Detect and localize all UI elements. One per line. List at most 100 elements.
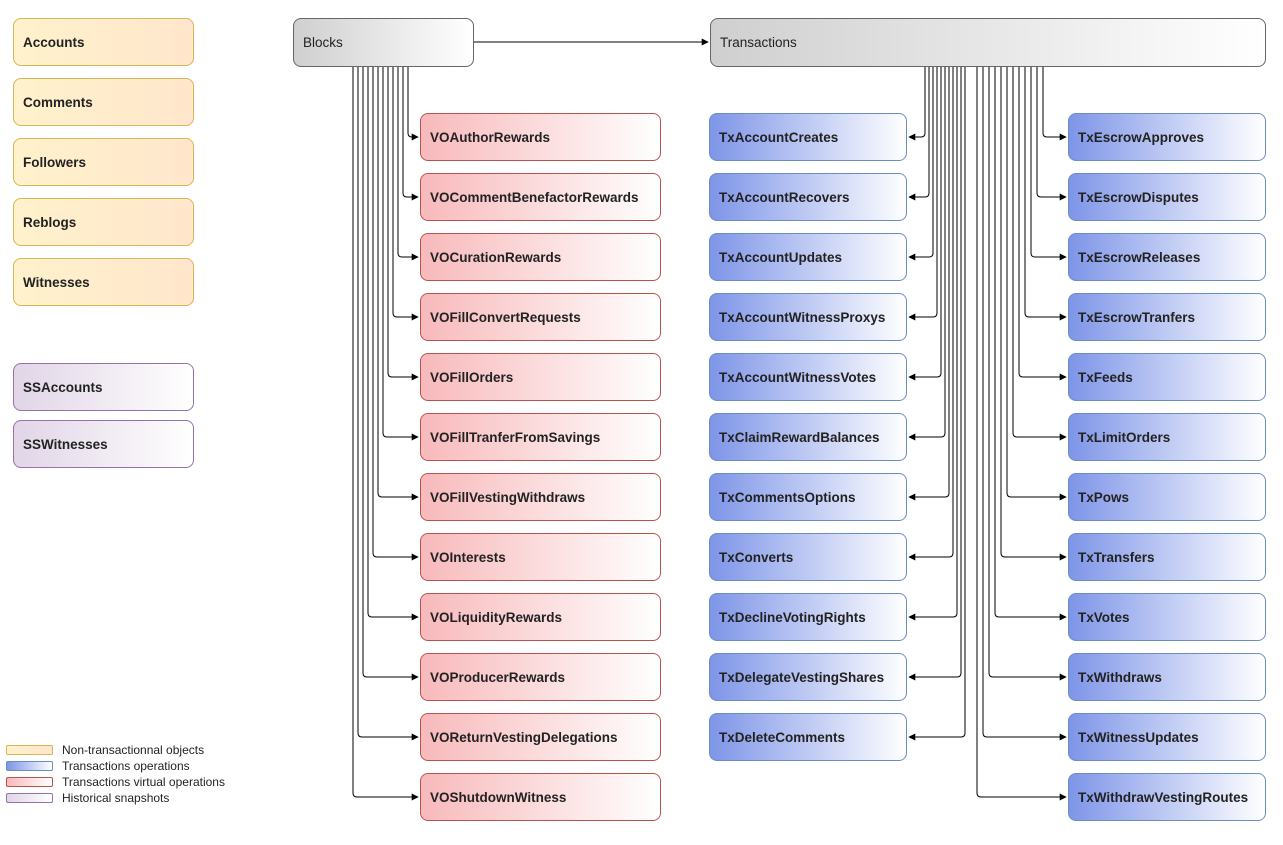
edge-transactions-tx-comments-options (908, 67, 950, 501)
vo-vofill-convert-requests-label: VOFillConvertRequests (430, 309, 581, 325)
tx-tx-votes-label: TxVotes (1078, 609, 1130, 625)
tx-tx-claim-reward-balances-label: TxClaimRewardBalances (719, 429, 880, 445)
tx-tx-account-witness-votes-label: TxAccountWitnessVotes (719, 369, 877, 385)
edge-blocks-vofill-convert-requests (392, 67, 419, 321)
snapshot-ssaccounts[interactable]: SSAccounts (13, 363, 194, 411)
vo-vocuration-rewards-label: VOCurationRewards (430, 249, 562, 265)
tx-tx-escrow-approves[interactable]: TxEscrowApproves (1068, 113, 1266, 161)
tx-tx-escrow-tranfers-label: TxEscrowTranfers (1078, 309, 1196, 325)
edge-transactions-tx-pows (1006, 67, 1067, 501)
tx-tx-account-recovers[interactable]: TxAccountRecovers (709, 173, 907, 221)
blocks-node[interactable]: Blocks (293, 18, 474, 67)
vo-voshutdown-witness[interactable]: VOShutdownWitness (420, 773, 661, 821)
edge-transactions-tx-delegate-vesting-shares (908, 67, 962, 681)
vo-vofill-tranfer-from-savings[interactable]: VOFillTranferFromSavings (420, 413, 661, 461)
tx-tx-delete-comments[interactable]: TxDeleteComments (709, 713, 907, 761)
tx-tx-account-witness-votes[interactable]: TxAccountWitnessVotes (709, 353, 907, 401)
tx-tx-limit-orders[interactable]: TxLimitOrders (1068, 413, 1266, 461)
object-reblogs[interactable]: Reblogs (13, 198, 194, 246)
vo-vofill-vesting-withdraws-label: VOFillVestingWithdraws (430, 489, 586, 505)
vo-vofill-vesting-withdraws[interactable]: VOFillVestingWithdraws (420, 473, 661, 521)
edge-transactions-tx-transfers (1000, 67, 1067, 561)
vo-voreturn-vesting-delegations[interactable]: VOReturnVestingDelegations (420, 713, 661, 761)
edge-transactions-tx-converts (908, 67, 954, 561)
edge-transactions-tx-escrow-releases (1030, 67, 1067, 261)
tx-tx-transfers[interactable]: TxTransfers (1068, 533, 1266, 581)
vo-vofill-orders[interactable]: VOFillOrders (420, 353, 661, 401)
tx-tx-delete-comments-label: TxDeleteComments (719, 729, 846, 745)
snapshot-sswitnesses[interactable]: SSWitnesses (13, 420, 194, 468)
legend-item-vo: Transactions virtual operations (6, 774, 225, 790)
tx-tx-delegate-vesting-shares-label: TxDelegateVestingShares (719, 669, 885, 685)
vo-voshutdown-witness-label: VOShutdownWitness (430, 789, 567, 805)
tx-tx-witness-updates[interactable]: TxWitnessUpdates (1068, 713, 1266, 761)
edge-blocks-vofill-orders (387, 67, 419, 381)
tx-tx-escrow-releases-label: TxEscrowReleases (1078, 249, 1201, 265)
edge-blocks-vofill-tranfer-from-savings (382, 67, 419, 441)
tx-tx-account-updates-label: TxAccountUpdates (719, 249, 843, 265)
vo-vocomment-benefactor-rewards-label: VOCommentBenefactorRewards (430, 189, 639, 205)
vo-voliquidity-rewards-label: VOLiquidityRewards (430, 609, 563, 625)
tx-tx-feeds[interactable]: TxFeeds (1068, 353, 1266, 401)
tx-tx-escrow-releases[interactable]: TxEscrowReleases (1068, 233, 1266, 281)
object-comments[interactable]: Comments (13, 78, 194, 126)
tx-tx-account-witness-proxys-label: TxAccountWitnessProxys (719, 309, 886, 325)
legend-item-obj: Non-transactionnal objects (6, 742, 225, 758)
edge-transactions-tx-withdraw-vesting-routes (976, 67, 1067, 801)
tx-tx-converts-label: TxConverts (719, 549, 794, 565)
vo-vocuration-rewards[interactable]: VOCurationRewards (420, 233, 661, 281)
edge-transactions-tx-account-witness-votes (908, 67, 942, 381)
legend-swatch-tx (6, 761, 53, 771)
vo-vointerests[interactable]: VOInterests (420, 533, 661, 581)
legend-label: Non-transactionnal objects (62, 743, 205, 757)
edge-transactions-tx-account-recovers (908, 67, 930, 201)
tx-tx-account-creates-label: TxAccountCreates (719, 129, 839, 145)
tx-tx-delegate-vesting-shares[interactable]: TxDelegateVestingShares (709, 653, 907, 701)
object-accounts[interactable]: Accounts (13, 18, 194, 66)
tx-tx-account-witness-proxys[interactable]: TxAccountWitnessProxys (709, 293, 907, 341)
tx-tx-escrow-approves-label: TxEscrowApproves (1078, 129, 1205, 145)
object-witnesses[interactable]: Witnesses (13, 258, 194, 306)
edge-blocks-vocuration-rewards (397, 67, 419, 261)
vo-voproducer-rewards[interactable]: VOProducerRewards (420, 653, 661, 701)
vo-vofill-convert-requests[interactable]: VOFillConvertRequests (420, 293, 661, 341)
tx-tx-account-updates[interactable]: TxAccountUpdates (709, 233, 907, 281)
vo-voproducer-rewards-label: VOProducerRewards (430, 669, 566, 685)
tx-tx-account-creates[interactable]: TxAccountCreates (709, 113, 907, 161)
tx-tx-pows[interactable]: TxPows (1068, 473, 1266, 521)
tx-tx-withdraw-vesting-routes[interactable]: TxWithdrawVestingRoutes (1068, 773, 1266, 821)
tx-tx-converts[interactable]: TxConverts (709, 533, 907, 581)
object-followers[interactable]: Followers (13, 138, 194, 186)
tx-tx-comments-options[interactable]: TxCommentsOptions (709, 473, 907, 521)
edge-transactions-tx-feeds (1018, 67, 1067, 381)
vo-voauthor-rewards[interactable]: VOAuthorRewards (420, 113, 661, 161)
object-followers-label: Followers (23, 154, 87, 170)
vo-vofill-orders-label: VOFillOrders (430, 369, 514, 385)
tx-tx-decline-voting-rights[interactable]: TxDeclineVotingRights (709, 593, 907, 641)
edge-transactions-tx-votes (994, 67, 1067, 621)
edge-blocks-voauthor-rewards (407, 67, 419, 141)
edge-transactions-tx-delete-comments (908, 67, 966, 741)
edge-blocks-voproducer-rewards (362, 67, 419, 681)
object-comments-label: Comments (23, 94, 93, 110)
tx-tx-transfers-label: TxTransfers (1078, 549, 1155, 565)
tx-tx-claim-reward-balances[interactable]: TxClaimRewardBalances (709, 413, 907, 461)
tx-tx-escrow-tranfers[interactable]: TxEscrowTranfers (1068, 293, 1266, 341)
vo-vocomment-benefactor-rewards[interactable]: VOCommentBenefactorRewards (420, 173, 661, 221)
tx-tx-escrow-disputes[interactable]: TxEscrowDisputes (1068, 173, 1266, 221)
tx-tx-votes[interactable]: TxVotes (1068, 593, 1266, 641)
edge-transactions-tx-account-witness-proxys (908, 67, 938, 321)
tx-tx-withdraws[interactable]: TxWithdraws (1068, 653, 1266, 701)
tx-tx-withdraw-vesting-routes-label: TxWithdrawVestingRoutes (1078, 789, 1249, 805)
edge-transactions-tx-withdraws (988, 67, 1067, 681)
legend-swatch-vo (6, 777, 53, 787)
edge-transactions-tx-limit-orders (1012, 67, 1067, 441)
edge-transactions-tx-witness-updates (982, 67, 1067, 741)
tx-tx-account-recovers-label: TxAccountRecovers (719, 189, 850, 205)
vo-voliquidity-rewards[interactable]: VOLiquidityRewards (420, 593, 661, 641)
edge-transactions-tx-account-creates (908, 67, 926, 141)
legend-label: Historical snapshots (62, 791, 170, 805)
tx-tx-withdraws-label: TxWithdraws (1078, 669, 1162, 685)
transactions-node[interactable]: Transactions (710, 18, 1266, 67)
